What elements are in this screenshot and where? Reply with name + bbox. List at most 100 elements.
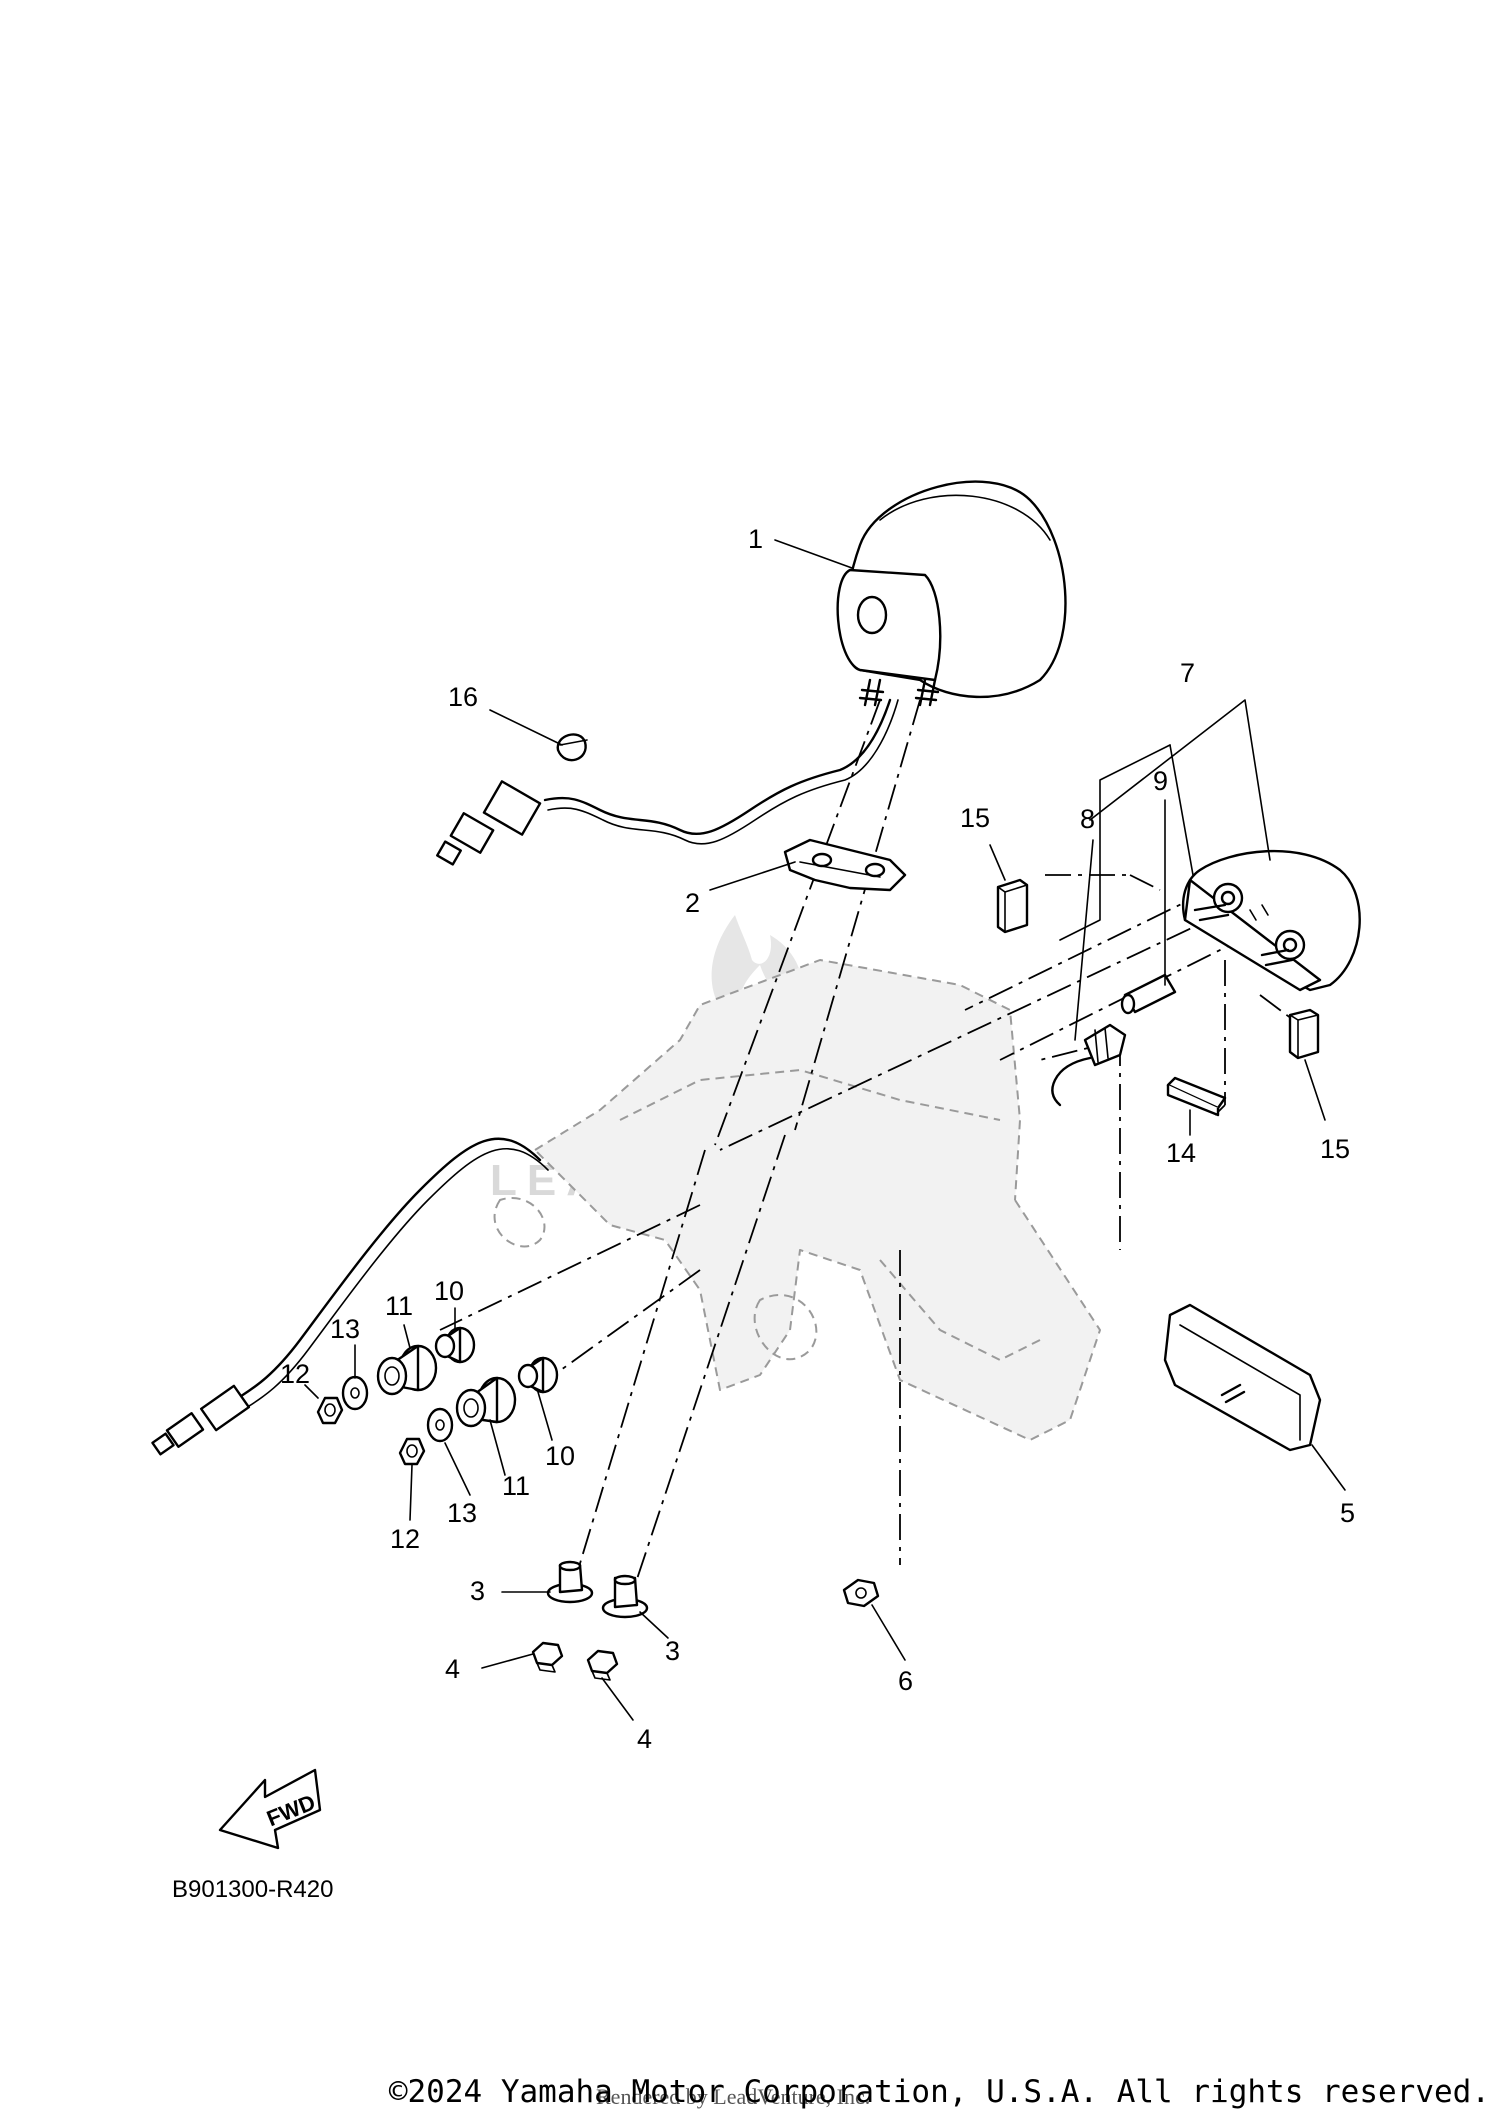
leader-6 (871, 1604, 906, 1661)
leader-13b (444, 1442, 471, 1496)
leader-4b (601, 1677, 634, 1721)
copyright-notice: ©2024 Yamaha Motor Corporation, U.S.A. A… (388, 2074, 1490, 2110)
leader-15a (989, 844, 1006, 881)
leader-2 (709, 861, 796, 891)
harness-wire-inner (242, 1147, 549, 1411)
socket-cord (1051, 1023, 1127, 1107)
taillight-line-3 (719, 909, 1231, 1151)
collar-left (546, 1560, 594, 1604)
washer-13-upper (341, 1375, 369, 1411)
frame-outline-bottom (534, 1149, 1101, 1441)
frame-hole (493, 1197, 546, 1248)
lens15-line-b (1129, 874, 1161, 891)
callout-11-upper: 11 (385, 1291, 413, 1321)
taillight-stud-2 (1260, 948, 1294, 967)
nut-12-lower (398, 1437, 426, 1466)
leader-15b (1304, 1059, 1326, 1121)
collar-10-lower (517, 1356, 559, 1394)
washer-13-lower (426, 1407, 454, 1443)
harness-connector (151, 1384, 251, 1456)
callout-2: 2 (685, 888, 700, 918)
taillight-line-1 (964, 889, 1211, 1011)
callout-14: 14 (1166, 1138, 1196, 1168)
grommet-line-upper (439, 1204, 701, 1331)
headlight-rim-line (879, 494, 1051, 541)
wire-harness (151, 1137, 549, 1456)
callout-4-right: 4 (637, 1724, 652, 1754)
callout-9: 9 (1153, 766, 1168, 796)
leader-7 (1089, 699, 1271, 876)
rendered-by-note: Rendered by LeadVenture, Inc. (596, 2084, 870, 2109)
leader-11a (403, 1324, 411, 1349)
headlight-wire-connector (436, 780, 542, 866)
callout-4-left: 4 (445, 1654, 460, 1684)
nut-4-right (586, 1649, 619, 1681)
grommet-11-lower (455, 1376, 517, 1428)
fwd-arrow: FWD (218, 1768, 322, 1850)
taillight-assembly (1181, 849, 1361, 992)
callout-7: 7 (1180, 658, 1195, 688)
leader-lines (304, 539, 1346, 1721)
callout-12-lower: 12 (390, 1524, 420, 1554)
callout-3-right: 3 (665, 1636, 680, 1666)
leader-7b (1059, 744, 1171, 941)
harness-wire-outer (233, 1137, 542, 1402)
reflector-stud (1220, 1383, 1246, 1404)
leader-1 (774, 539, 853, 569)
frame-outline-top (534, 959, 1021, 1201)
headlight-housing (436, 480, 1067, 866)
stay-line-front (714, 699, 881, 1146)
callout-11-lower: 11 (502, 1471, 530, 1501)
callout-16: 16 (448, 682, 478, 712)
collar-right (601, 1574, 649, 1619)
frame-shade (535, 960, 1100, 1440)
grommet-line-lower (539, 1269, 701, 1386)
headlight-wire-inner (547, 699, 899, 845)
callout-8: 8 (1080, 804, 1095, 834)
stay-line-rear (794, 699, 921, 1131)
stud-line-right (629, 1134, 786, 1601)
headlight-port (856, 595, 888, 635)
callout-10-upper: 10 (434, 1276, 464, 1306)
leader-12b (409, 1464, 413, 1521)
callout-13-lower: 13 (447, 1498, 477, 1528)
taillight-stud-1 (1193, 903, 1230, 922)
bulb (1120, 973, 1177, 1015)
callout-15-upper: 15 (960, 803, 990, 833)
headlight-stay-bracket (783, 838, 907, 892)
callout-labels: 1 2 3 3 4 4 5 6 7 8 9 10 10 11 11 12 12 … (280, 524, 1355, 1754)
reflector (1163, 1303, 1322, 1452)
collar-10-upper (434, 1326, 476, 1364)
lens-bar (1166, 1076, 1227, 1117)
leader-16 (489, 709, 563, 746)
headlight-studs (858, 678, 940, 707)
leader-3b (639, 1611, 669, 1639)
lens-piece-lower (1288, 1008, 1320, 1060)
frame-section (493, 959, 1101, 1441)
leader-4a (481, 1653, 534, 1669)
leader-8 (1074, 839, 1094, 1041)
callout-3-left: 3 (470, 1576, 485, 1606)
grommet-11-upper (376, 1344, 438, 1396)
wire-clamp (556, 733, 588, 762)
frame-boss (753, 1294, 818, 1361)
frame-lower-rib (879, 1259, 1041, 1361)
callout-13-upper: 13 (330, 1314, 360, 1344)
lens-piece-upper (996, 878, 1029, 934)
stud-line-left (574, 1149, 706, 1581)
headlight-wire-outer (543, 698, 892, 836)
leader-11b (489, 1419, 506, 1476)
callout-10-lower: 10 (545, 1441, 575, 1471)
leader-10b (537, 1391, 553, 1441)
nut-6 (842, 1578, 880, 1608)
callout-1: 1 (748, 524, 763, 554)
callout-12-upper: 12 (280, 1359, 310, 1389)
leader-5 (1311, 1444, 1346, 1491)
nut-12-upper (316, 1396, 344, 1425)
headlight-rear-bulge (836, 568, 942, 682)
callout-6: 6 (898, 1666, 913, 1696)
diagram-code: B901300-R420 (172, 1876, 333, 1903)
nut-4-left (531, 1641, 564, 1673)
callout-5: 5 (1340, 1498, 1355, 1528)
